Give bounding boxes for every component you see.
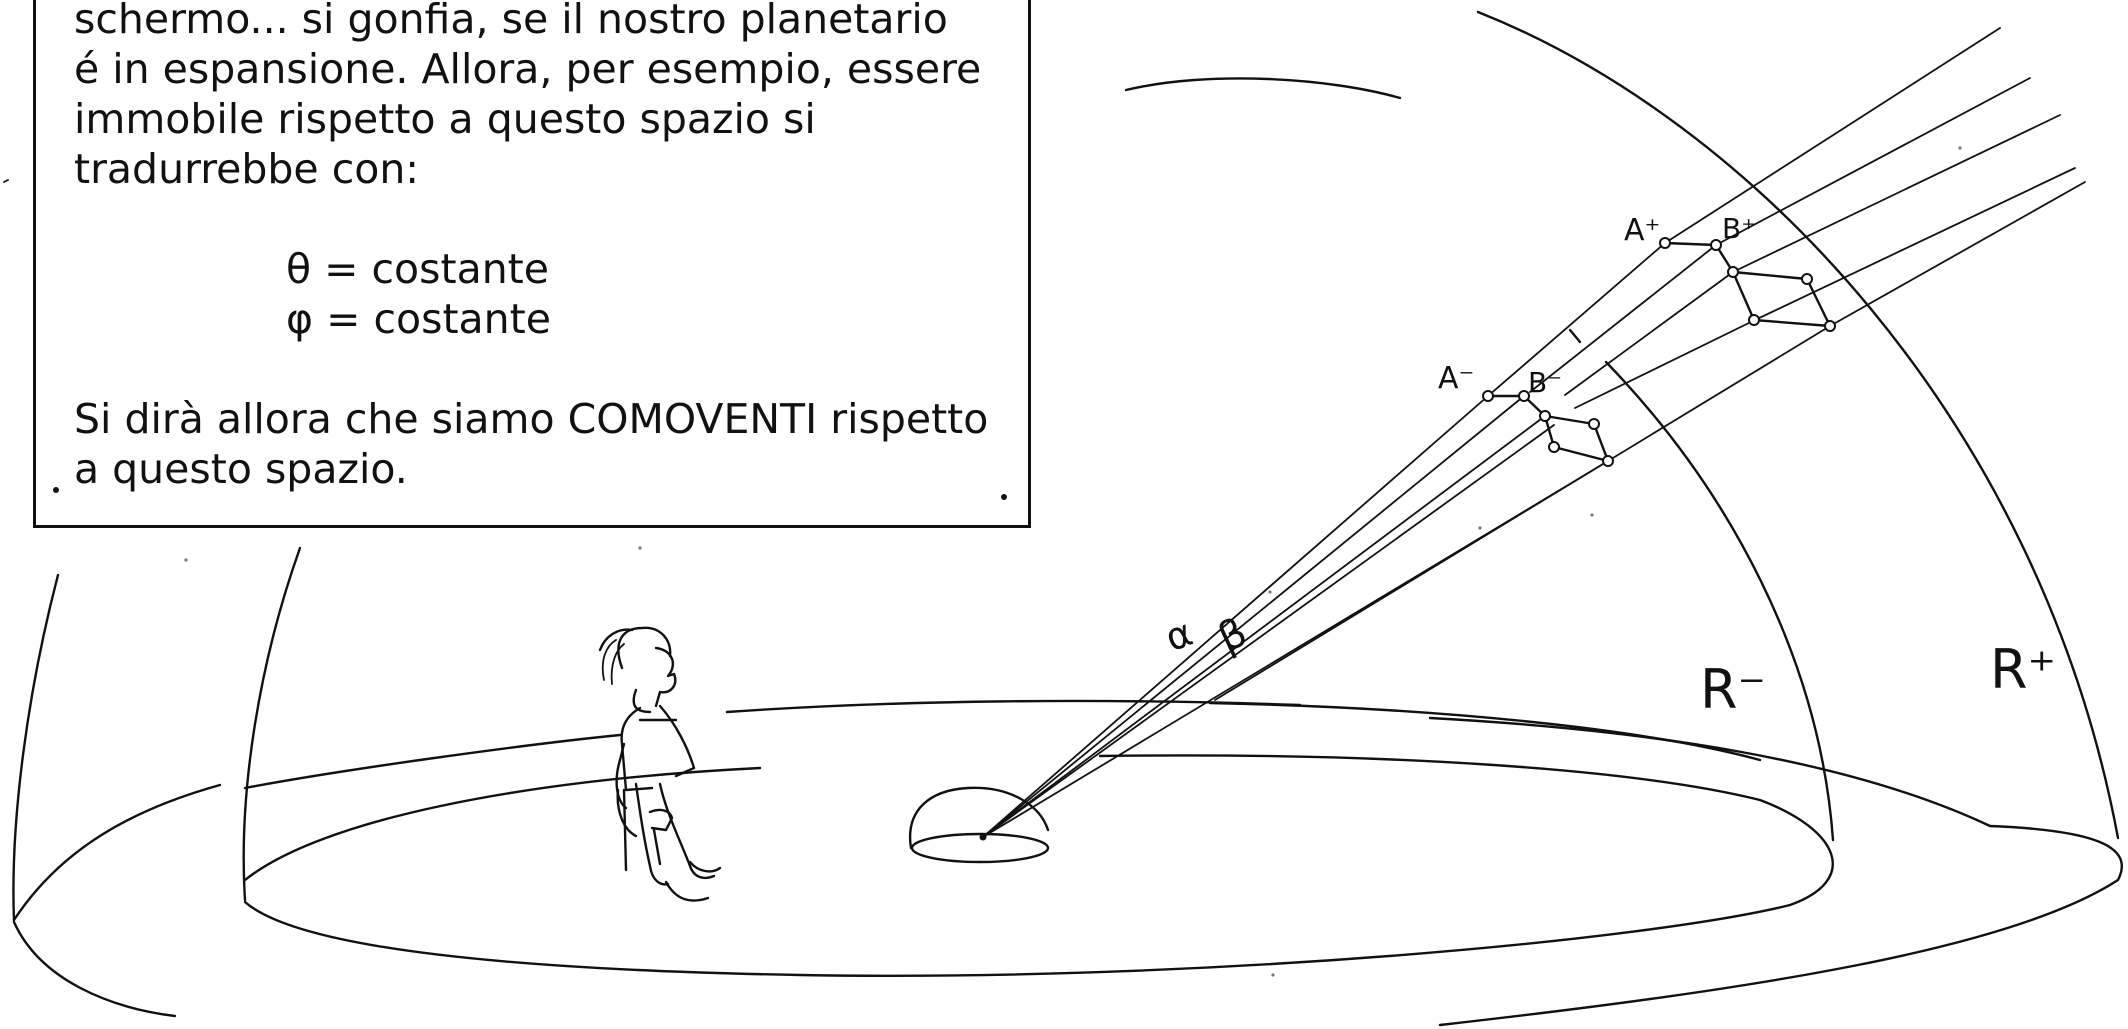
caption-paragraph: schermo... si gonfia, se il nostro plane… <box>74 0 1028 194</box>
label-b-minus: B⁻ <box>1528 366 1562 399</box>
theta-equation: θ = costante <box>286 245 549 293</box>
caption-line: Si dirà allora che siamo COMOVENTI rispe… <box>74 395 989 443</box>
outer-dome-r-plus <box>3 10 2124 1027</box>
label-a-minus: A⁻ <box>1438 361 1474 396</box>
label-beta: β <box>1211 609 1254 661</box>
standing-person <box>598 626 722 902</box>
projection-beams <box>982 27 2086 838</box>
conclusion-paragraph: Si dirà allora che siamo COMOVENTI rispe… <box>74 394 1028 494</box>
label-r-minus: R⁻ <box>1700 658 1766 721</box>
label-alpha: α <box>1159 610 1198 660</box>
label-b-plus: B⁺ <box>1722 212 1756 245</box>
label-r-plus: R⁺ <box>1990 638 2056 701</box>
inner-constellation <box>1482 390 1614 467</box>
caption-line: immobile rispetto a questo spazio si <box>74 95 816 143</box>
corner-mark-right <box>1001 494 1007 500</box>
caption-line: a questo spazio. <box>74 445 408 493</box>
equation-block: θ = costante φ = costante <box>286 244 1028 344</box>
inner-dome-r-minus <box>242 328 1835 977</box>
caption-line: é in espansione. Allora, per esempio, es… <box>74 45 982 93</box>
corner-mark-left <box>53 487 59 493</box>
phi-equation: φ = costante <box>286 295 551 343</box>
outer-constellation <box>1659 237 1836 332</box>
caption-box: schermo... si gonfia, se il nostro plane… <box>33 0 1031 528</box>
label-a-plus: A⁺ <box>1624 213 1660 248</box>
caption-line: tradurrebbe con: <box>74 145 420 193</box>
projector-dome <box>908 786 1050 864</box>
caption-line: schermo... si gonfia, se il nostro plane… <box>74 0 948 43</box>
